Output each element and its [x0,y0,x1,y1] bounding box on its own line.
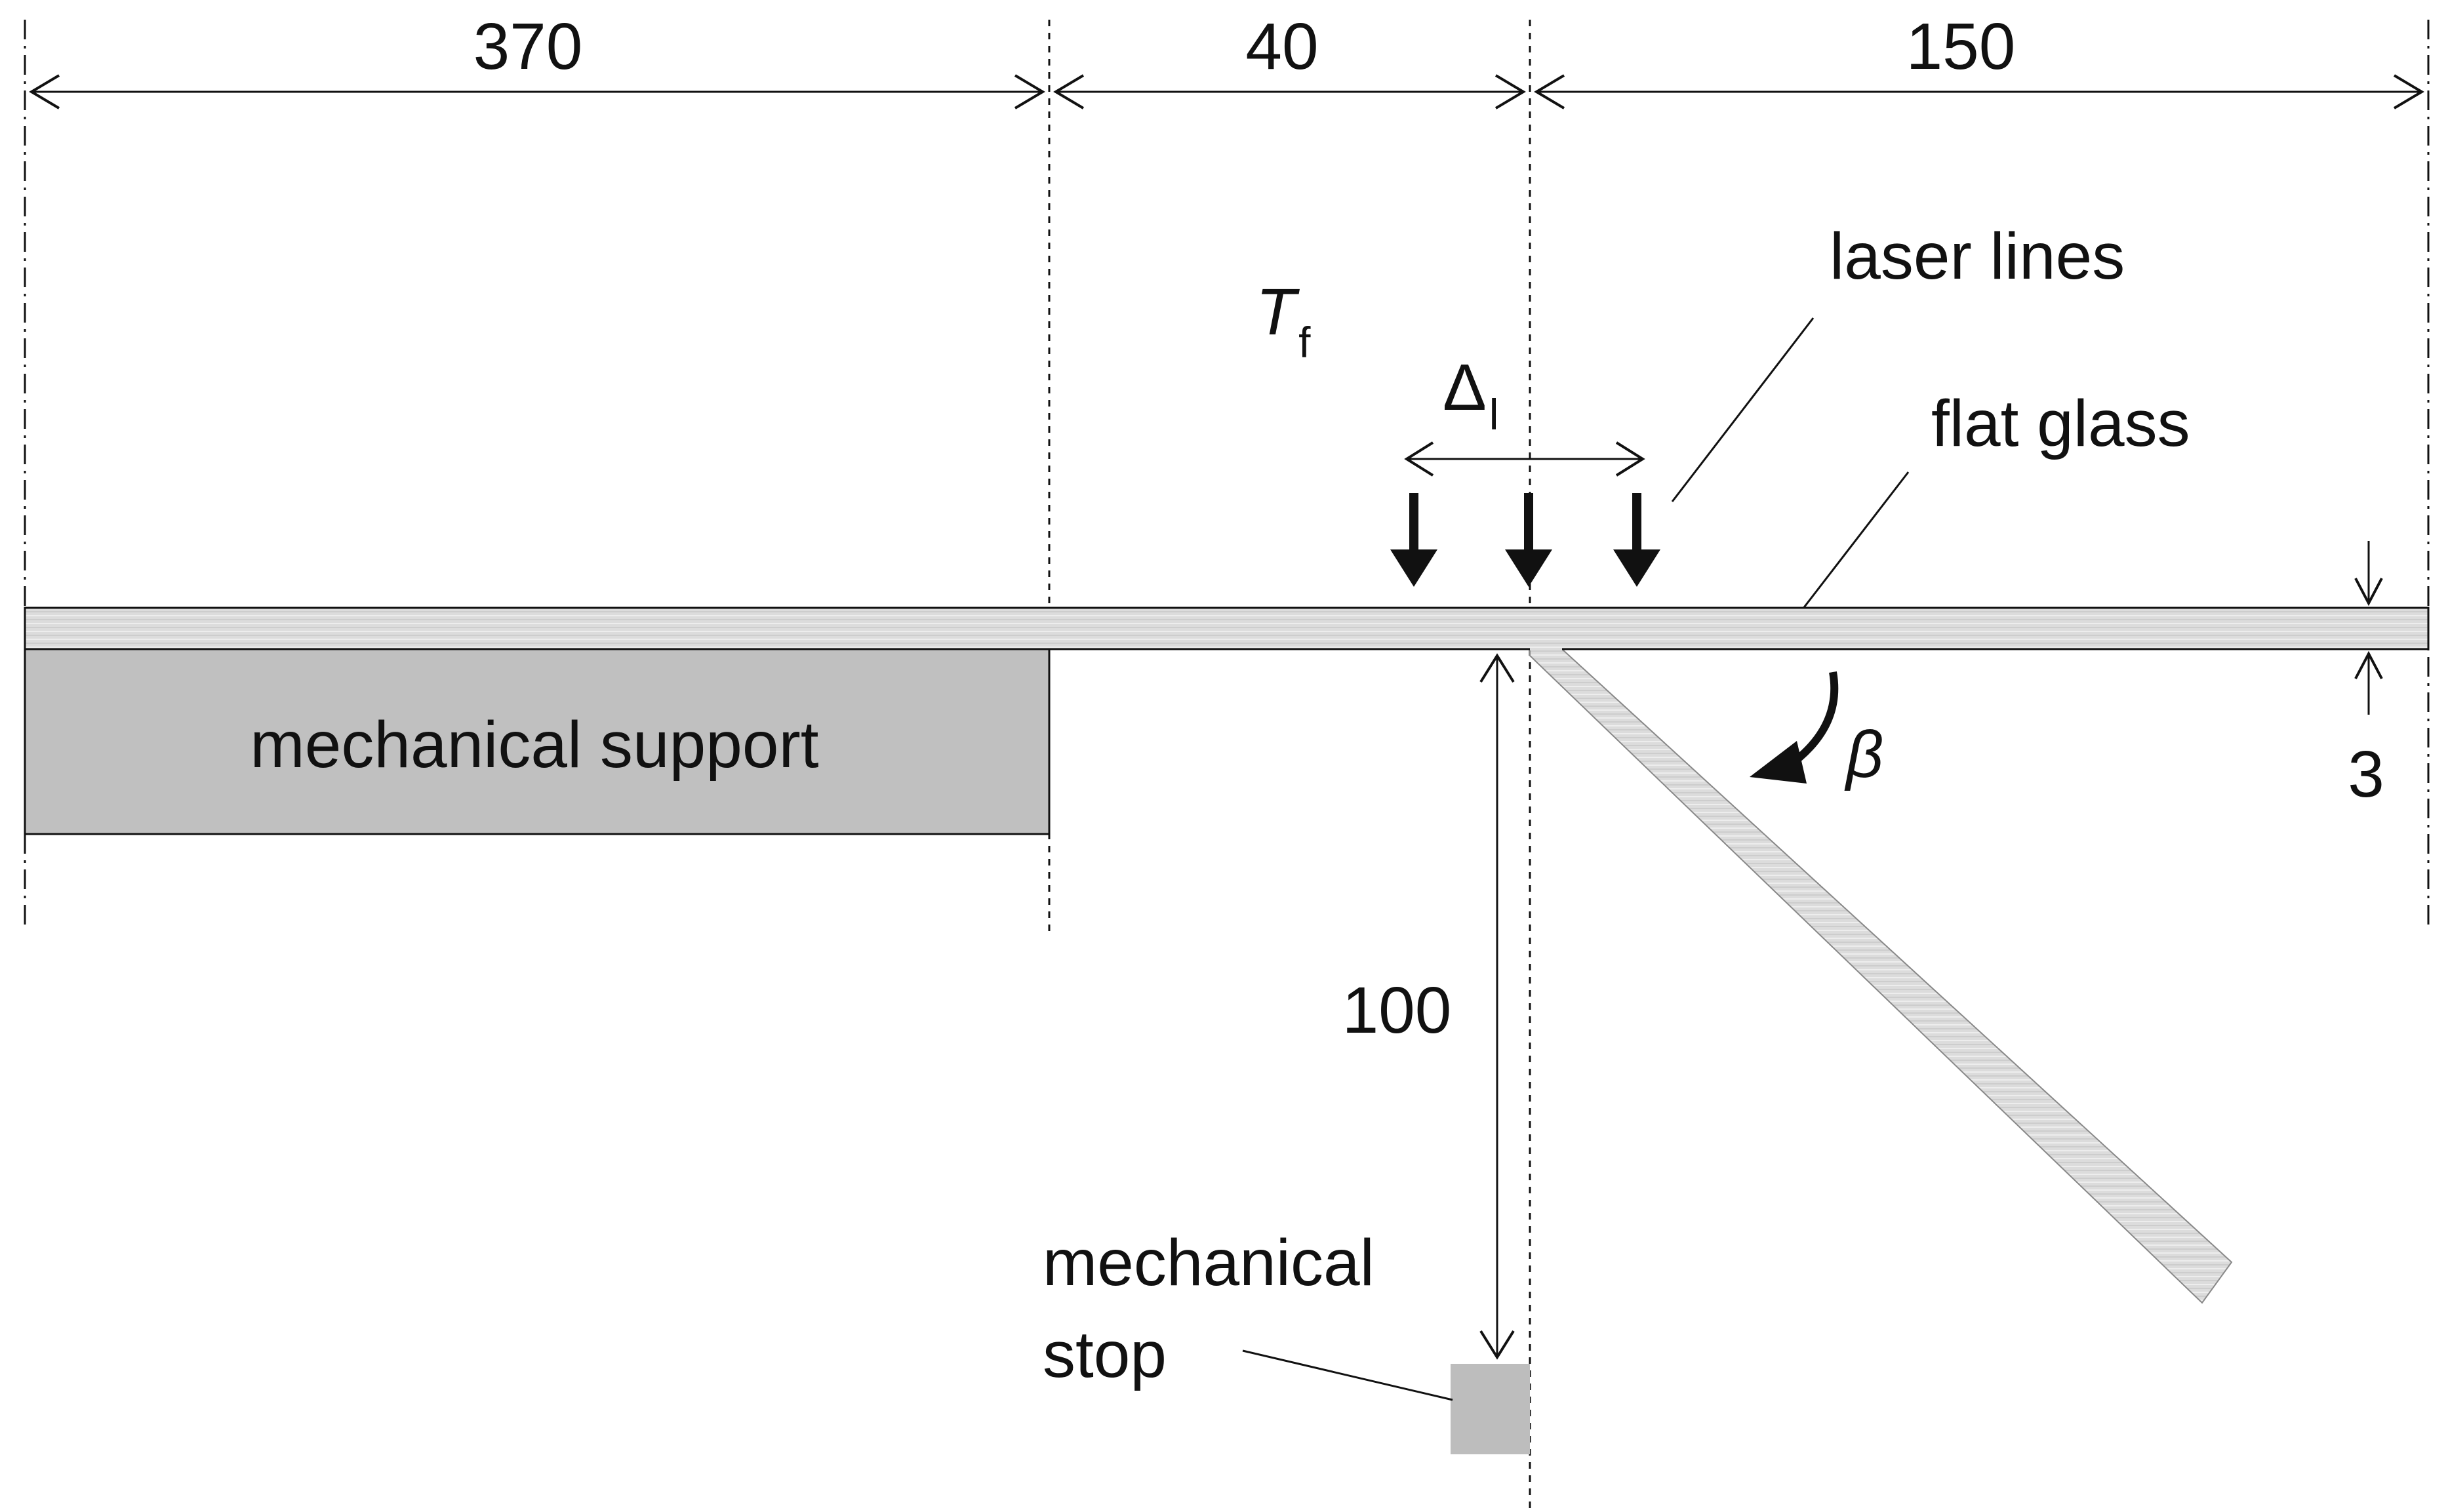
glass-thickness-label: 3 [2348,738,2384,811]
flat-glass-plate [24,607,2430,650]
mechanical-stop-label-line1: mechanical [1043,1226,1374,1300]
bend-angle-arrow [1750,671,1839,784]
support-length-label: 370 [473,10,583,83]
mechanical-support-label: mechanical support [250,708,818,782]
mechanical-support-block [24,648,1051,835]
temperature-subscript: f [1298,318,1311,367]
flat-glass-label: flat glass [1931,387,2190,460]
gap-length-label: 40 [1245,10,1318,83]
overhang-length-label: 150 [1906,10,2016,83]
laser-arrow-center [1505,493,1552,587]
laser-lines-leader [1671,317,1815,502]
laser-spacing-symbol: Δ [1443,351,1487,424]
bend-angle-label: β [1844,718,1883,791]
laser-lines-label: laser lines [1830,220,2125,293]
laser-arrow-right [1613,493,1660,587]
mechanical-stop-leader [1242,1349,1453,1401]
temperature-label: Tf [1256,275,1311,367]
mechanical-stop-label-line2: stop [1043,1318,1167,1391]
drop-height-label: 100 [1342,974,1452,1047]
dimension-overhang-length: 150 [1534,10,2424,109]
temperature-symbol: T [1256,275,1300,349]
dimension-support-length: 370 [29,10,1045,109]
mechanical-stop-block [1451,1364,1530,1454]
thickness-dimension: 3 [2348,541,2384,811]
laser-spacing-subscript: l [1489,390,1499,439]
laser-spacing-dimension [1404,441,1645,477]
laser-arrow-left [1390,493,1437,587]
drop-height-dimension: 100 [1342,653,1515,1360]
dimension-gap-length: 40 [1053,10,1526,109]
laser-spacing-label: Δl [1443,351,1498,439]
flat-glass-leader [1786,471,1910,630]
